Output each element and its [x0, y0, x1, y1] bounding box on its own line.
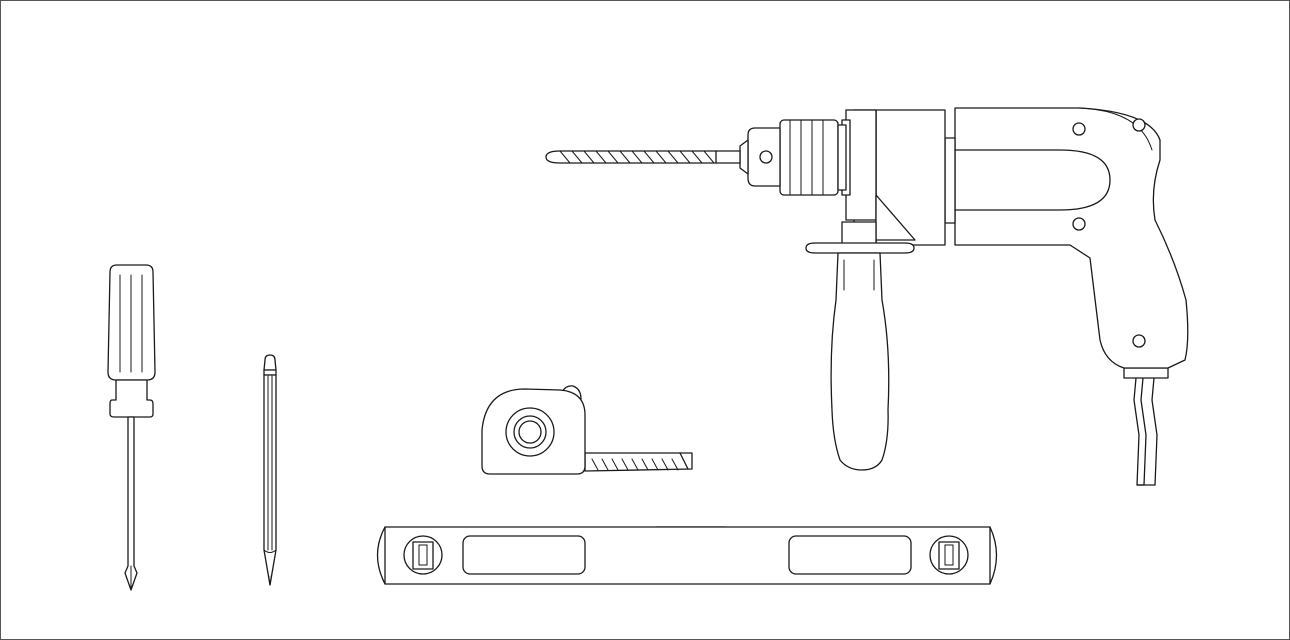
drill-icon	[545, 107, 1189, 486]
tape-measure-icon	[481, 385, 693, 475]
pencil-icon	[263, 354, 277, 586]
screwdriver-icon	[107, 264, 156, 591]
spirit-level-icon	[376, 526, 998, 585]
